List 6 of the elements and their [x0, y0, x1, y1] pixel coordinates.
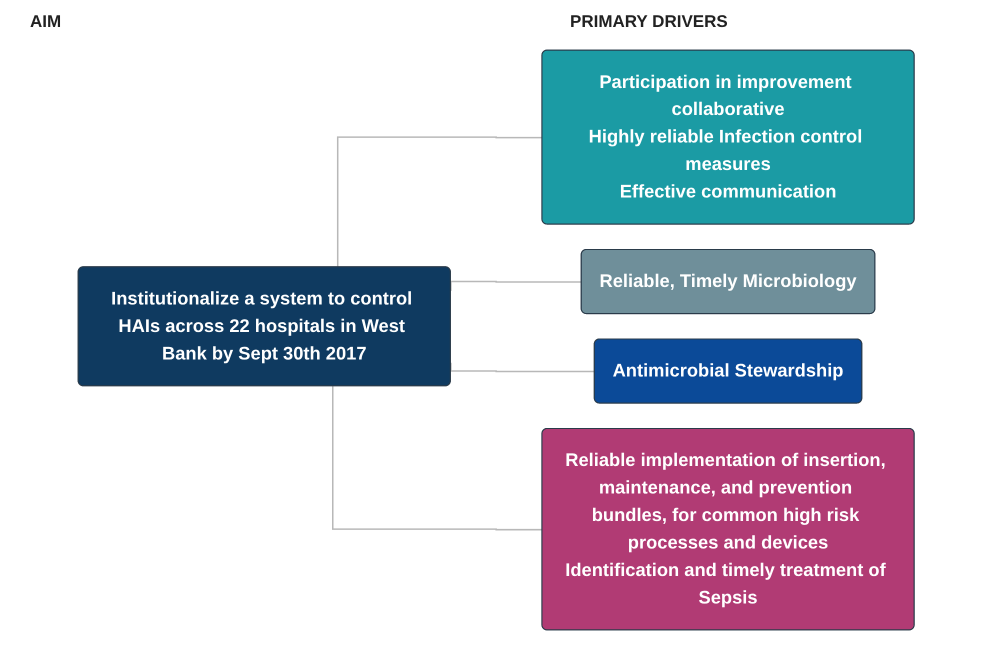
- connector: [332, 386, 542, 530]
- column-heading: PRIMARY DRIVERS: [570, 12, 728, 32]
- connector: [450, 280, 582, 291]
- column-heading: AIM: [30, 12, 62, 32]
- connector: [336, 136, 542, 268]
- connector: [450, 362, 595, 372]
